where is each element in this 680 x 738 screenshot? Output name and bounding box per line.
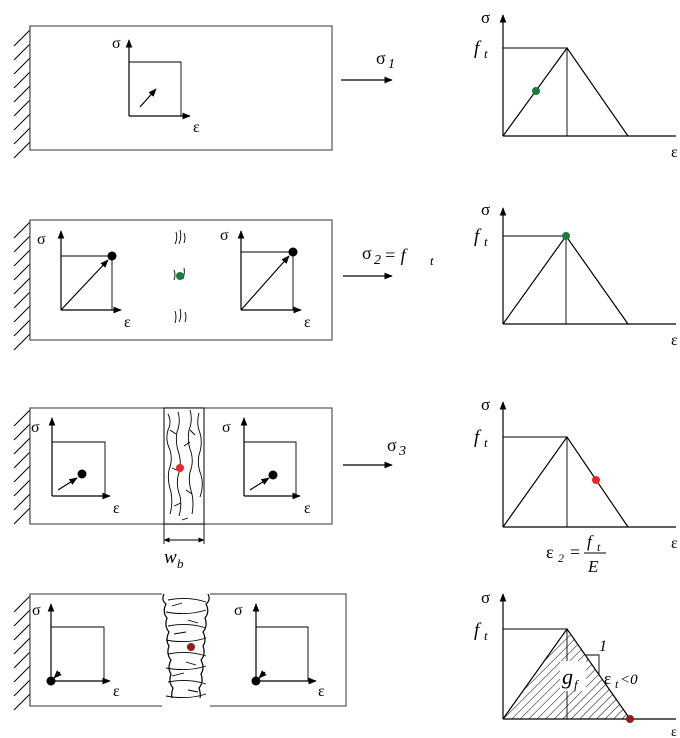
- state-point-darkred: [626, 715, 634, 723]
- state-point: [77, 469, 87, 479]
- wall-support: [13, 408, 31, 525]
- epsilon-label: ε: [304, 500, 311, 517]
- load-arrow-3: σ 3: [343, 435, 406, 469]
- ft-label: f: [474, 620, 482, 641]
- state-point-red: [176, 464, 184, 472]
- epsilon-axis-label: ε: [671, 535, 678, 552]
- state-point: [107, 251, 117, 261]
- stress-curve: [502, 46, 629, 137]
- epsilon-label: ε: [318, 683, 325, 700]
- wall-support: [13, 220, 31, 351]
- ft-subscript: t: [484, 234, 488, 249]
- state-point-darkred: [187, 643, 195, 651]
- specimen-stage-2: σ ε σ ε: [13, 219, 333, 351]
- epsilon-label: ε: [113, 683, 120, 700]
- sigma-subscript: 2: [374, 253, 381, 268]
- epsilon-axis-label: ε: [671, 144, 678, 161]
- epsilon-label: ε: [304, 314, 311, 331]
- sigma-axis-label: σ: [481, 395, 490, 414]
- inset-graph-right: σ ε: [220, 227, 311, 331]
- state-point-green: [176, 272, 184, 280]
- state-point: [46, 676, 56, 686]
- inset-graph-left: σ ε: [37, 230, 131, 331]
- svg-text:E: E: [587, 557, 599, 576]
- stress-strain-graph-4: σ f t g f 1 ε t <0 ε: [474, 588, 677, 738]
- sigma-label: σ: [376, 48, 386, 68]
- svg-text:t: t: [597, 540, 601, 554]
- stress-strain-graph-3: σ ε f t ε 2 = f t E: [474, 395, 678, 576]
- wall-support: [13, 26, 31, 159]
- state-point-red: [592, 476, 600, 484]
- gf-label: g: [562, 664, 573, 689]
- sigma-axis-label: σ: [481, 200, 490, 219]
- crack-width-dimension: w b: [163, 524, 205, 571]
- wb-subscript: b: [177, 556, 184, 571]
- sigma-subscript: 1: [388, 57, 395, 72]
- load-arrow-1: σ 1: [341, 48, 395, 84]
- sigma-label: σ: [234, 602, 243, 619]
- sigma-label: σ: [37, 231, 46, 248]
- fracture-band: [163, 407, 205, 525]
- inset-graph-left: σ ε: [31, 417, 120, 517]
- epsilon-axis-label: ε: [671, 332, 678, 349]
- stress-strain-graph-1: σ ε f t: [474, 8, 678, 161]
- sigma-label: σ: [220, 227, 229, 244]
- specimen-stage-1: σ ε: [13, 25, 333, 159]
- specimen-stage-4: σ ε σ ε: [13, 590, 347, 711]
- equals-ft: = f: [384, 245, 409, 265]
- eps-t-condition: <0: [620, 672, 638, 688]
- stress-curve: [502, 234, 629, 325]
- sigma-label: σ: [387, 435, 397, 455]
- load-arrow-2: σ 2 = f t: [343, 243, 434, 280]
- ft-label: f: [474, 427, 482, 448]
- stress-strain-graph-2: σ ε f t: [474, 200, 678, 349]
- svg-text:f: f: [587, 532, 594, 551]
- fracture-band-open: [162, 590, 210, 710]
- inset-graph-left: σ ε: [32, 602, 120, 700]
- eps-t-label: ε: [604, 669, 611, 688]
- state-point: [251, 676, 261, 686]
- microcracks: [173, 229, 187, 324]
- sigma-label: σ: [32, 602, 41, 619]
- sigma-axis-label: σ: [481, 8, 490, 27]
- state-point: [288, 247, 298, 257]
- eps-t-subscript: t: [615, 677, 619, 691]
- svg-text:=: =: [570, 542, 580, 562]
- ft-label: f: [474, 38, 482, 59]
- sigma-subscript: 3: [398, 444, 406, 459]
- ft-subscript: t: [430, 253, 434, 268]
- state-point-green: [562, 232, 570, 240]
- wb-label: w: [164, 547, 177, 568]
- state-point: [268, 470, 278, 480]
- svg-text:2: 2: [558, 551, 564, 565]
- epsilon-label: ε: [193, 119, 200, 136]
- sigma-label: σ: [362, 243, 372, 263]
- wall-support: [13, 594, 31, 711]
- state-point-green: [532, 87, 540, 95]
- stress-curve: [502, 435, 629, 528]
- inset-graph-right: σ ε: [234, 602, 325, 700]
- inset-graph: σ ε: [112, 35, 200, 136]
- ft-label: f: [474, 226, 482, 247]
- sigma-label: σ: [31, 419, 40, 436]
- specimen-stage-3: σ ε σ ε w b: [13, 407, 333, 571]
- sigma-axis-label: σ: [481, 588, 490, 607]
- ft-subscript: t: [484, 435, 488, 450]
- ft-subscript: t: [484, 628, 488, 643]
- inset-graph-right: σ ε: [222, 417, 311, 517]
- slope-triangle: [585, 654, 600, 675]
- ft-subscript: t: [484, 46, 488, 61]
- specimen-bar: [29, 219, 333, 341]
- epsilon-label: ε: [124, 314, 131, 331]
- eps2-equation: ε 2 = f t E: [546, 532, 606, 576]
- svg-text:ε: ε: [546, 542, 554, 562]
- gf-subscript: f: [574, 677, 580, 692]
- epsilon-axis-label: ε: [671, 725, 677, 738]
- sigma-label: σ: [112, 35, 121, 52]
- epsilon-label: ε: [113, 500, 120, 517]
- sigma-label: σ: [222, 419, 231, 436]
- slope-one-label: 1: [599, 638, 607, 655]
